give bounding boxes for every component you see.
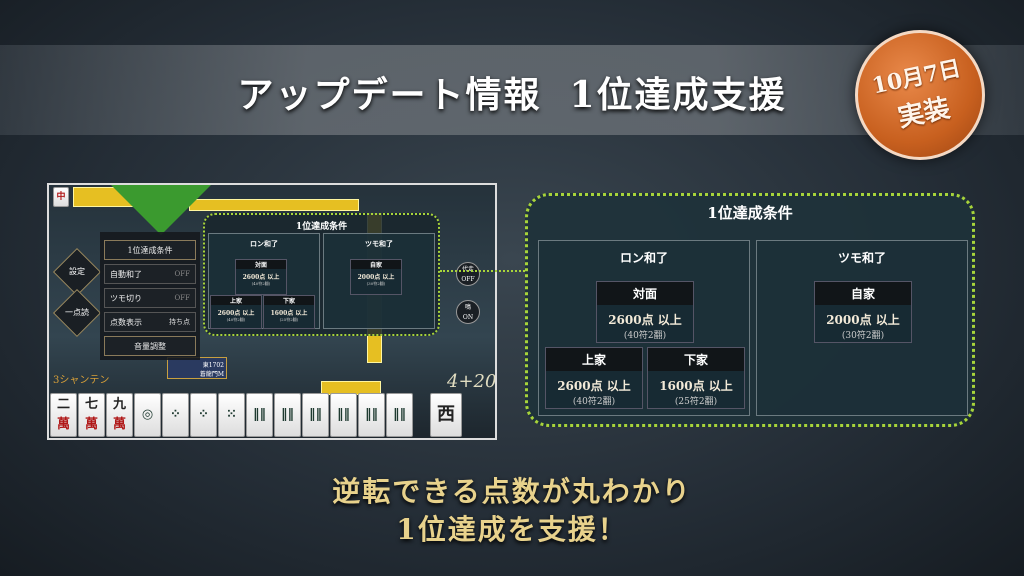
title-banner: [0, 45, 1024, 135]
page-title: アップデート情報 1位達成支援: [0, 66, 1024, 118]
player-plate: 東1702 蒼龍門M: [167, 357, 227, 379]
menu-item-volume[interactable]: 音量調整: [104, 336, 196, 356]
hand-tile[interactable]: ‖‖: [302, 393, 329, 437]
connector-line: [440, 270, 525, 272]
tagline-2: 1位達成を支援！: [396, 513, 628, 546]
tagline-1: 逆転できる点数が丸わかり: [332, 475, 692, 508]
hand-tile[interactable]: 九萬: [106, 393, 133, 437]
hand-tile[interactable]: 七萬: [78, 393, 105, 437]
hand-tile[interactable]: ‖‖: [274, 393, 301, 437]
menu-item-score-display[interactable]: 点数表示持ち点: [104, 312, 196, 332]
player-hand: 二萬七萬九萬◎⁘⁘⁙‖‖‖‖‖‖‖‖‖‖‖‖: [50, 393, 414, 437]
title-feature: 1位達成支援: [569, 74, 787, 116]
title-main: アップデート情報: [237, 74, 542, 116]
hand-tile[interactable]: ⁘: [190, 393, 217, 437]
hand-tile[interactable]: ◎: [134, 393, 161, 437]
hand-tile[interactable]: ‖‖: [246, 393, 273, 437]
dora-count: 4+20: [447, 371, 497, 392]
hand-tile[interactable]: ‖‖: [358, 393, 385, 437]
shanten-label: 3シャンテン: [53, 375, 110, 386]
hand-tile[interactable]: 二萬: [50, 393, 77, 437]
hand-tile[interactable]: ‖‖: [330, 393, 357, 437]
hand-tile[interactable]: ‖‖: [386, 393, 413, 437]
wall-tiles: [189, 199, 359, 211]
player-name: 蒼龍門M: [199, 371, 224, 378]
arrow-down-icon: [111, 185, 211, 235]
drawn-tile[interactable]: 西: [430, 393, 462, 437]
menu-item-first-place-conditions[interactable]: 1位達成条件: [104, 240, 196, 260]
indicator-tile: 中: [53, 187, 69, 207]
player-score: 東1702: [202, 362, 224, 369]
hand-tile[interactable]: ⁙: [218, 393, 245, 437]
panel-title: 1位達成条件: [295, 222, 348, 232]
panel-title: 1位達成条件: [707, 204, 793, 222]
release-date-badge: 10月7日実装: [855, 30, 985, 160]
hand-tile[interactable]: ⁘: [162, 393, 189, 437]
